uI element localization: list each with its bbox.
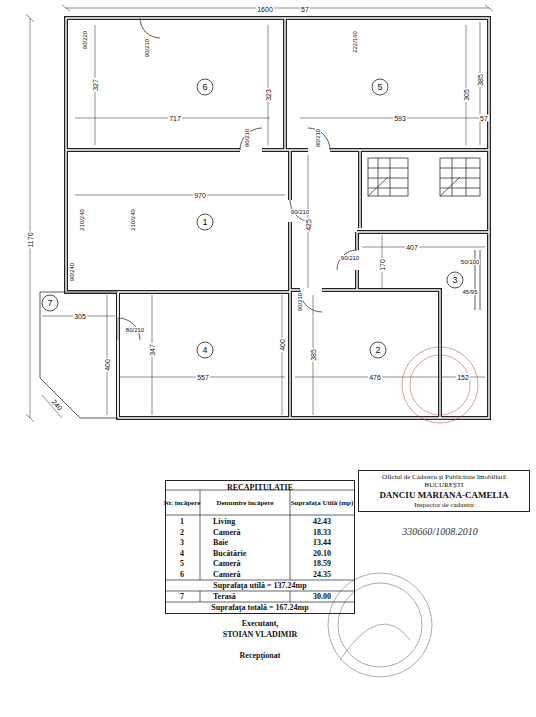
table-cell: Suprafaţa Utilă (mp) — [290, 500, 355, 507]
table-cell: 24.35 — [312, 571, 332, 579]
dimension: 1600 — [256, 6, 274, 13]
table-cell: Cameră — [212, 560, 242, 568]
dimension: 57 — [479, 115, 489, 122]
dimension: 323 — [265, 88, 272, 102]
dimension: 407 — [405, 244, 419, 251]
box-text: Inspector de cadastru — [362, 501, 526, 509]
box-text: Oficiul de Cadastru şi Publicitate Imobi… — [362, 473, 526, 490]
dimension: 557 — [196, 374, 210, 381]
table-cell: STOIAN VLADIMIR — [222, 631, 299, 639]
callout-number: 5 — [376, 83, 383, 92]
dimension: 385 — [310, 348, 317, 362]
dimension: 45/95 — [461, 289, 478, 295]
table-cell: 2 — [179, 529, 185, 537]
dimension: 90/210 — [297, 292, 303, 312]
table-cell: 6 — [179, 571, 185, 579]
table-cell: 18.59 — [312, 560, 332, 568]
dimension: 57 — [300, 6, 310, 13]
table-cell: 13.44 — [312, 539, 332, 547]
table-cell: 5 — [179, 560, 185, 568]
dimension: 90/210 — [244, 128, 250, 148]
table-cell: Suprafaţa utilă = 137.24mp — [212, 582, 307, 590]
callout-number: 6 — [201, 83, 208, 92]
table-cell: 4 — [179, 550, 185, 558]
table-cell: Cameră — [212, 529, 242, 537]
table-cell: Living — [212, 518, 236, 526]
dimension: 400 — [279, 338, 286, 352]
table-cell: Bucătărie — [212, 550, 247, 558]
table-cell: Suprafaţa totală = 167.24mp — [210, 604, 309, 612]
table-cell: 7 — [179, 593, 185, 601]
table-cell: 3 — [179, 539, 185, 547]
dimension: 90/210 — [315, 128, 321, 148]
callout-number: 7 — [46, 299, 53, 308]
dimension: 210/240 — [79, 208, 85, 232]
stamp-box: Oficiul de Cadastru şi Publicitate Imobi… — [358, 470, 530, 512]
table-cell: Executant, — [241, 620, 280, 628]
dimension: 717 — [168, 115, 182, 122]
dimension: 90/210 — [144, 38, 150, 58]
callout-number: 2 — [374, 346, 381, 355]
dimension: 152 — [456, 374, 470, 381]
table-cell: 30.00 — [312, 593, 332, 601]
dimension: 90/220 — [82, 30, 88, 50]
dimension: 347 — [149, 343, 156, 357]
box-text: DANCIU MARIANA-CAMELIA — [362, 490, 526, 501]
callout-number: 3 — [451, 276, 458, 285]
dimension: 90/240 — [69, 262, 75, 282]
table-cell: 1 — [179, 518, 185, 526]
dimension: 327 — [92, 78, 99, 92]
table-cell: Cameră — [212, 571, 242, 579]
table-cell: Denumire încăpere — [215, 500, 274, 507]
table-cell: 20.10 — [312, 550, 332, 558]
table-cell: Recepţionat — [239, 652, 282, 660]
table-cell: 18.33 — [312, 529, 332, 537]
dimension: 80/210 — [125, 327, 145, 333]
dimension: 210/240 — [130, 208, 136, 232]
dimension: 170 — [379, 258, 386, 272]
dimension: 222/160 — [352, 30, 358, 54]
table-cell: Baie — [212, 539, 229, 547]
dimension: 50/100 — [460, 259, 480, 265]
table-cell: Terasă — [212, 593, 237, 601]
dimension: 305 — [73, 313, 87, 320]
dimension: 1170 — [27, 231, 34, 248]
dimension: 970 — [193, 192, 207, 199]
table-cell: Nr. încăpere — [163, 500, 202, 507]
dimension: 305 — [463, 88, 470, 102]
callout-number: 1 — [201, 218, 208, 227]
dimension: 476 — [368, 374, 382, 381]
dimension: 593 — [393, 115, 407, 122]
handwritten-number: 330660/1008.2010 — [401, 527, 478, 537]
box-text: RECAPITULATIE — [169, 483, 351, 493]
table-cell: 42.43 — [312, 518, 332, 526]
dimension: 90/210 — [340, 255, 360, 261]
dimension: 385 — [477, 73, 484, 87]
callout-number: 4 — [201, 346, 208, 355]
dimension: 425 — [305, 218, 312, 232]
dimension: 400 — [104, 358, 111, 372]
dimension: 90/210 — [290, 209, 310, 215]
